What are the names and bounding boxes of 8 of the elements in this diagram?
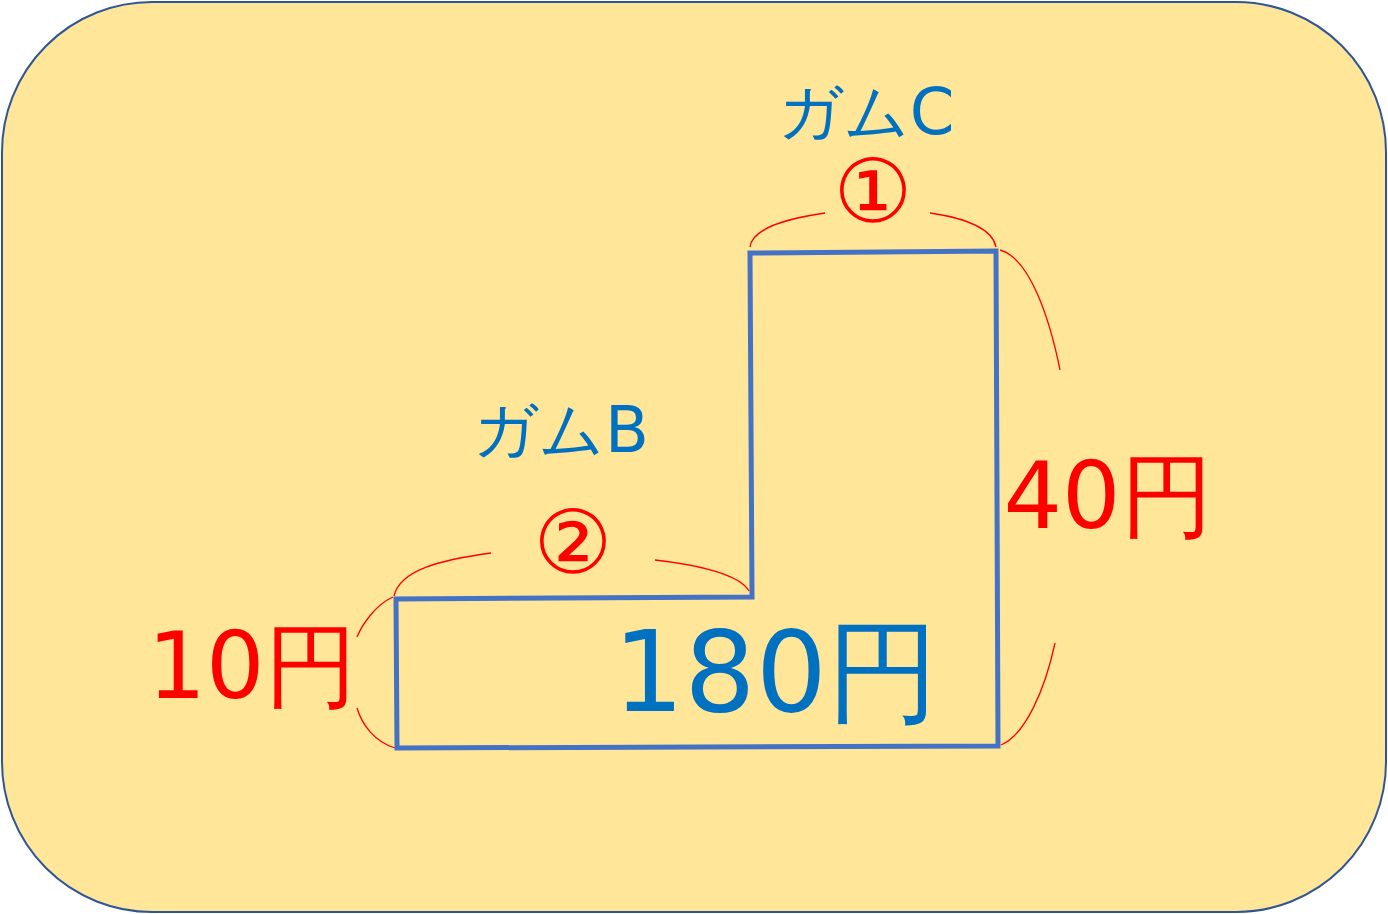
l-shaped-figure (393, 248, 1002, 752)
product-label: ガムB (473, 398, 649, 462)
total-price-label: 180円 (613, 616, 939, 728)
price-label: 10円 (147, 621, 357, 713)
circled-number: ② (533, 499, 613, 587)
price-label: 40円 (1003, 451, 1213, 543)
circled-number: ① (833, 148, 913, 236)
product-label: ガムC (777, 80, 955, 144)
